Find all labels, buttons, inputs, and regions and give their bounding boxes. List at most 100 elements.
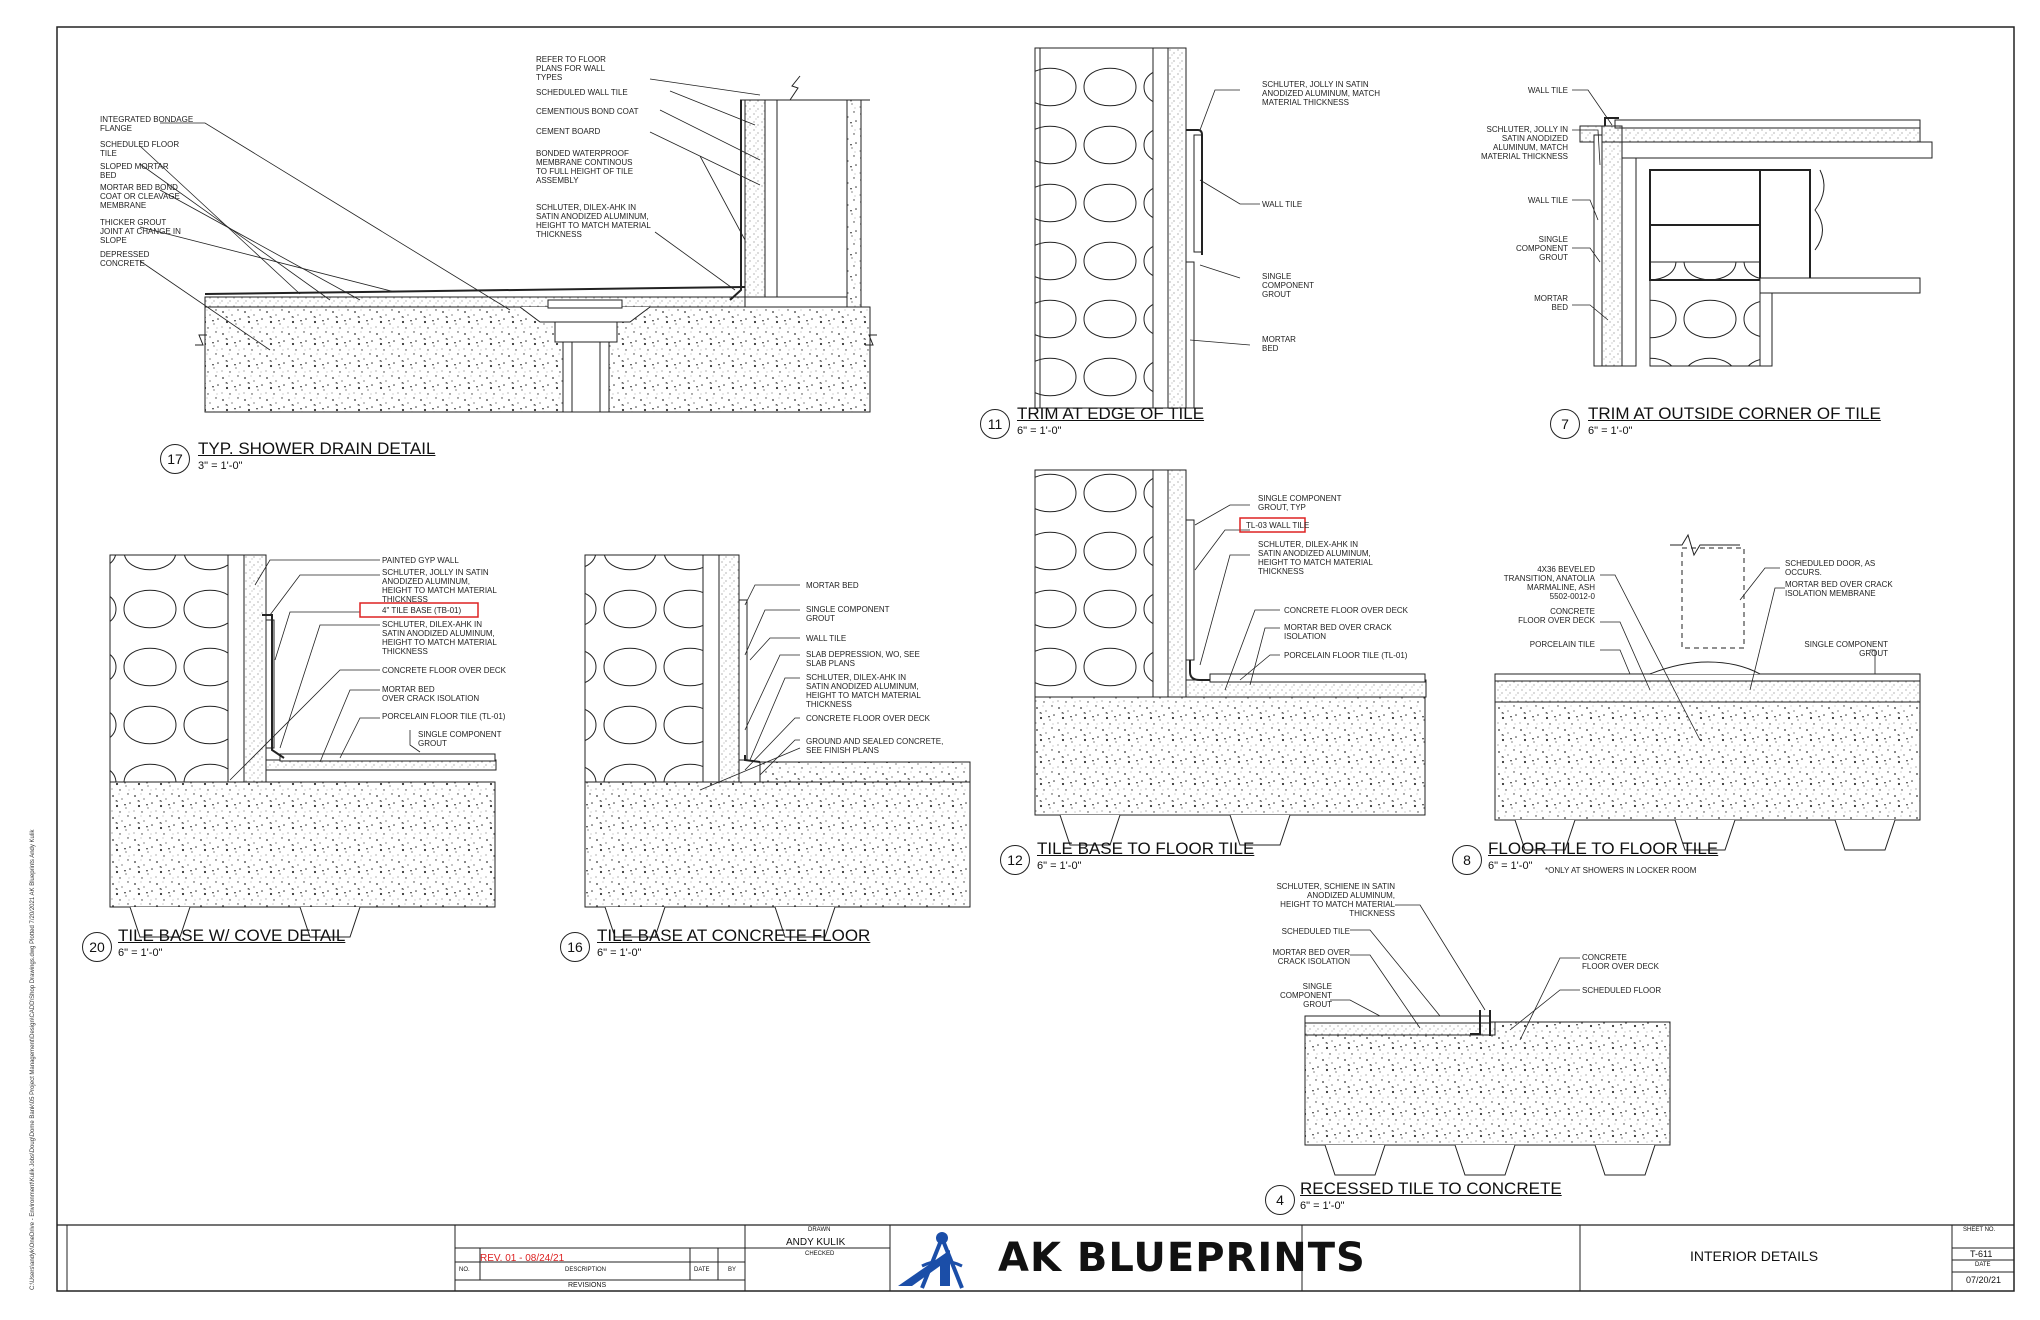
callout-label: BONDED WATERPROOF MEMBRANE CONTINOUS TO … xyxy=(536,149,634,185)
callout-label: SCHLUTER, SCHIENE IN SATIN ANODIZED ALUM… xyxy=(1276,882,1395,918)
callout-label: SINGLE COMPONENT GROUT, TYP xyxy=(1258,494,1342,512)
revision-by-header: BY xyxy=(728,1267,737,1273)
company-logo-mark xyxy=(898,1232,964,1289)
callout-label: MORTAR BED OVER CRACK ISOLATION MEMBRANE xyxy=(1785,580,1893,598)
callout-label: SCHEDULED WALL TILE xyxy=(536,88,628,97)
callout-label: CONCRETE FLOOR OVER DECK xyxy=(1518,607,1595,625)
callout-label: 4X36 BEVELED TRANSITION, ANATOLIA MARMAL… xyxy=(1503,565,1595,601)
callout-label: SINGLE COMPONENT GROUT xyxy=(1262,272,1314,299)
callout-label: TL-03 WALL TILE xyxy=(1246,521,1310,530)
detail-11-drawing xyxy=(1034,47,1260,409)
detail-4-drawing xyxy=(1304,904,1671,1176)
detail-number: 16 xyxy=(560,932,590,962)
detail-scale: 6" = 1'-0" xyxy=(1017,425,1062,437)
callout-label: PAINTED GYP WALL xyxy=(382,556,459,565)
detail-16-drawing xyxy=(584,554,971,938)
callout-label: SINGLE COMPONENT GROUT xyxy=(1280,982,1332,1009)
detail-title: RECESSED TILE TO CONCRETE xyxy=(1300,1179,1562,1198)
callout-label: WALL TILE xyxy=(1527,86,1568,95)
detail-title: TRIM AT EDGE OF TILE xyxy=(1017,404,1205,423)
detail-scale: 3" = 1'-0" xyxy=(198,460,243,472)
detail-scale: 6" = 1'-0" xyxy=(1300,1200,1345,1212)
callout-label: CONCRETE FLOOR OVER DECK xyxy=(1582,953,1659,971)
date-value: 07/20/21 xyxy=(1966,1275,2002,1285)
callout-label: SLOPED MORTAR BED xyxy=(100,162,169,180)
callout-label: WALL TILE xyxy=(1262,200,1303,209)
callout-label: CONCRETE FLOOR OVER DECK xyxy=(806,714,931,723)
callout-label: SCHLUTER, DILEX-AHK IN SATIN ANODIZED AL… xyxy=(1258,540,1373,576)
callout-label: THICKER GROUT JOINT AT CHANGE IN SLOPE xyxy=(100,218,181,245)
detail-17-drawing xyxy=(139,75,877,413)
revision-no-header: NO. xyxy=(459,1267,470,1273)
detail-title: TRIM AT OUTSIDE CORNER OF TILE xyxy=(1588,404,1881,423)
detail-scale: 6" = 1'-0" xyxy=(1488,860,1533,872)
callout-label: INTEGRATED BONDAGE FLANGE xyxy=(100,115,194,133)
callout-label: SCHLUTER, DILEX-AHK IN SATIN ANODIZED AL… xyxy=(382,620,497,656)
callout-label: CONCRETE FLOOR OVER DECK xyxy=(1284,606,1409,615)
title-block xyxy=(454,1225,2014,1291)
date-label: DATE xyxy=(1975,1262,1991,1268)
revision-description-header: DESCRIPTION xyxy=(565,1267,607,1273)
detail-title: TYP. SHOWER DRAIN DETAIL xyxy=(198,439,436,458)
detail-number: 11 xyxy=(980,409,1010,439)
checked-label: CHECKED xyxy=(805,1251,835,1257)
callout-label: WALL TILE xyxy=(1527,196,1568,205)
callout-label: SCHEDULED FLOOR TILE xyxy=(100,140,180,158)
callout-label: SCHLUTER, JOLLY IN SATIN ANODIZED ALUMIN… xyxy=(1481,125,1568,161)
callout-label: SINGLE COMPONENT GROUT xyxy=(1516,235,1568,262)
callout-label: REFER TO FLOOR PLANS FOR WALL TYPES xyxy=(536,55,606,82)
file-path-text: C:\Users\andyk\OneDrive - Environment\Ku… xyxy=(30,829,36,1290)
detail-note: *ONLY AT SHOWERS IN LOCKER ROOM xyxy=(1545,866,1697,875)
callout-label: MORTAR BED OVER CRACK ISOLATION xyxy=(1272,948,1351,966)
callout-label: PORCELAIN TILE xyxy=(1529,640,1595,649)
callout-label: SCHEDULED FLOOR xyxy=(1582,986,1662,995)
detail-number: 4 xyxy=(1265,1185,1295,1215)
callout-label: GROUND AND SEALED CONCRETE, SEE FINISH P… xyxy=(806,737,944,755)
detail-8-drawing xyxy=(1494,533,1921,851)
detail-number: 12 xyxy=(1000,845,1030,875)
callout-label: DEPRESSED CONCRETE xyxy=(100,250,150,268)
detail-7-drawing xyxy=(1572,89,1933,367)
revisions-caption: REVISIONS xyxy=(568,1282,607,1289)
sheet-title: INTERIOR DETAILS xyxy=(1690,1248,1819,1264)
detail-number: 8 xyxy=(1452,845,1482,875)
callout-label: PORCELAIN FLOOR TILE (TL-01) xyxy=(382,712,506,721)
detail-scale: 6" = 1'-0" xyxy=(118,947,163,959)
callout-label: MORTAR BED BOND COAT OR CLEAVAGE MEMBRAN… xyxy=(100,183,180,210)
callout-label: CONCRETE FLOOR OVER DECK xyxy=(382,666,507,675)
detail-12-drawing xyxy=(1034,469,1427,846)
revision-date-header: DATE xyxy=(694,1267,710,1273)
drawn-by-value: ANDY KULIK xyxy=(786,1237,846,1248)
callout-label: MORTAR BED xyxy=(806,581,859,590)
detail-scale: 6" = 1'-0" xyxy=(597,947,642,959)
callout-label: MORTAR BED OVER CRACK ISOLATION xyxy=(382,685,480,703)
sheet-no-label: SHEET NO. xyxy=(1963,1227,1996,1233)
callout-label: MORTAR BED OVER CRACK ISOLATION xyxy=(1284,623,1392,641)
detail-number: 17 xyxy=(160,444,190,474)
callout-label: SCHEDULED DOOR, AS OCCURS. xyxy=(1785,559,1876,577)
detail-title: TILE BASE TO FLOOR TILE xyxy=(1037,839,1255,858)
detail-title: FLOOR TILE TO FLOOR TILE xyxy=(1488,839,1719,858)
callout-label: MORTAR BED xyxy=(1534,294,1568,312)
detail-title: TILE BASE AT CONCRETE FLOOR xyxy=(597,926,871,945)
callout-label: MORTAR BED xyxy=(1262,335,1296,353)
revision-entry: REV. 01 - 08/24/21 xyxy=(480,1253,565,1264)
detail-number: 20 xyxy=(82,932,112,962)
callout-label: PORCELAIN FLOOR TILE (TL-01) xyxy=(1284,651,1408,660)
detail-scale: 6" = 1'-0" xyxy=(1588,425,1633,437)
callout-label: SINGLE COMPONENT GROUT xyxy=(1804,640,1888,658)
callout-label: SINGLE COMPONENT GROUT xyxy=(806,605,890,623)
sheet-no-value: T-611 xyxy=(1970,1249,1993,1259)
company-name: AK BLUEPRINTS xyxy=(998,1235,1366,1281)
callout-label: SCHLUTER, JOLLY IN SATIN ANODIZED ALUMIN… xyxy=(382,568,497,604)
callout-label: SCHLUTER, DILEX-AHK IN SATIN ANODIZED AL… xyxy=(536,203,651,239)
callout-label: SLAB DEPRESSION, WO, SEE SLAB PLANS xyxy=(806,650,920,668)
drawn-label: DRAWN xyxy=(808,1227,831,1233)
callout-label: CEMENT BOARD xyxy=(536,127,601,136)
callout-label: SCHLUTER, JOLLY IN SATIN ANODIZED ALUMIN… xyxy=(1262,80,1381,107)
callout-label: WALL TILE xyxy=(806,634,847,643)
callout-label: SCHEDULED TILE xyxy=(1281,927,1350,936)
callout-label: SCHLUTER, DILEX-AHK IN SATIN ANODIZED AL… xyxy=(806,673,921,709)
detail-20-drawing xyxy=(109,554,497,938)
